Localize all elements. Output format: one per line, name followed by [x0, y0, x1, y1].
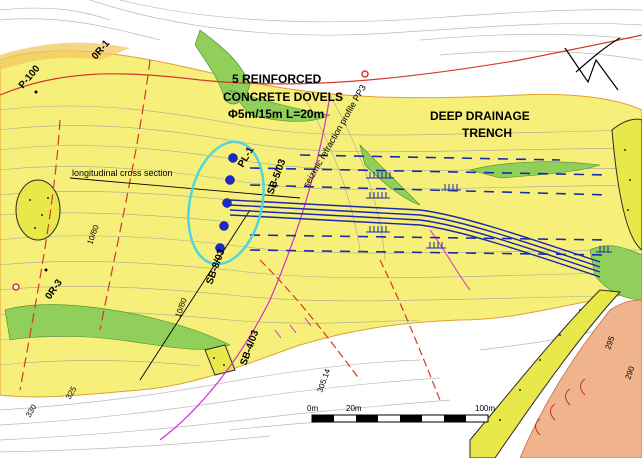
north-arrow-icon	[564, 37, 621, 91]
dowels-title-line1: 5 REINFORCED	[232, 72, 322, 86]
longitudinal-label: longitudinal cross section	[72, 168, 173, 178]
trench-title-line1: DEEP DRAINAGE	[430, 109, 530, 123]
drain-combs	[366, 172, 612, 253]
cross-section-diag	[139, 209, 251, 381]
trench-title-line2: TRENCH	[462, 126, 512, 140]
faults	[0, 34, 642, 401]
dowels-title-line2: CONCRETE DOVELS	[223, 90, 343, 104]
scale-bar	[311, 414, 489, 423]
scarp-marks	[274, 229, 471, 339]
dowels-dims: Φ5m/15m L=20m	[228, 107, 324, 121]
scale-label-20: 20m	[346, 404, 362, 413]
dowel-points	[215, 153, 238, 253]
drainage-trench	[229, 199, 601, 278]
borehole-markers	[12, 70, 369, 291]
drainage-dashes	[249, 154, 611, 256]
rock-outcrop	[519, 299, 642, 458]
zone-stripe	[0, 42, 130, 70]
cross-section-line	[69, 177, 301, 199]
vegetation	[4, 29, 642, 350]
rock-symbols	[535, 378, 586, 436]
contour-label-6: 295	[603, 335, 616, 351]
contour-label-7: 290	[623, 365, 636, 381]
dowel-ellipse	[187, 140, 265, 266]
scale-label-0: 0m	[307, 404, 318, 413]
scale-label-100: 100m	[475, 404, 495, 413]
